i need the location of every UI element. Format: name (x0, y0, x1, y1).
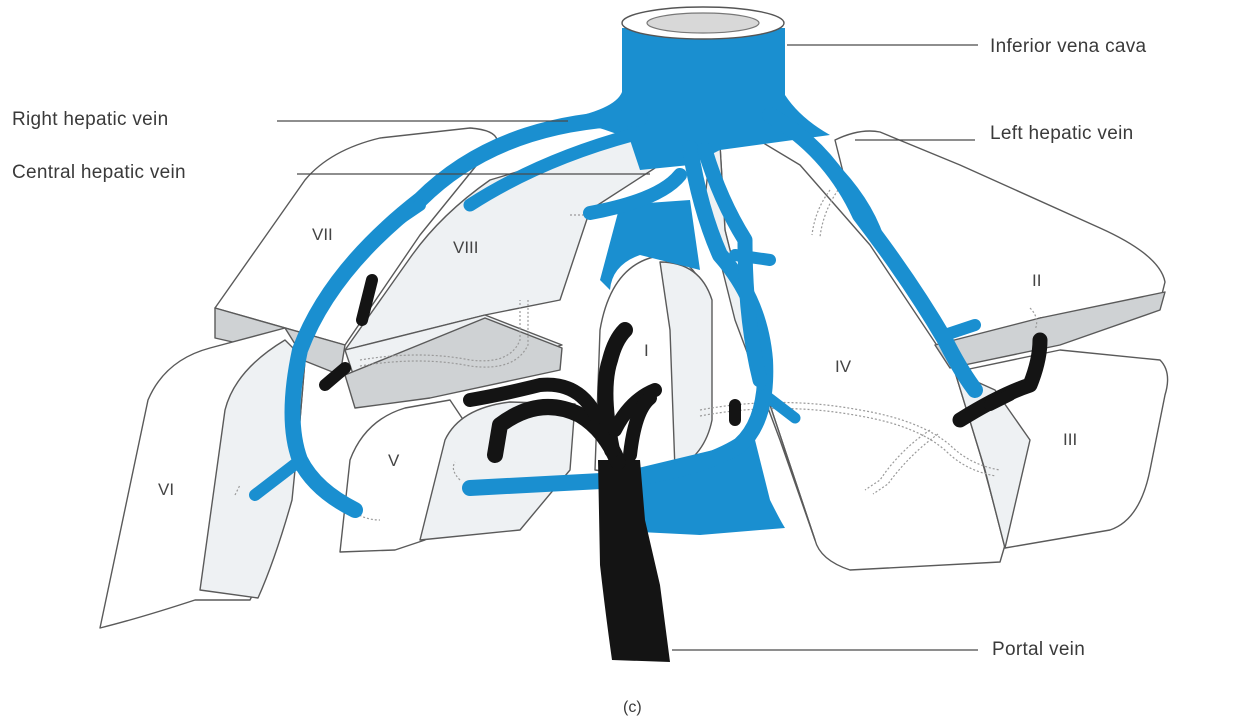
segment-label-iii: III (1063, 430, 1077, 449)
segment-label-ii: II (1032, 271, 1041, 290)
label-left-hepatic-vein: Left hepatic vein (990, 123, 1133, 144)
label-portal-vein: Portal vein (992, 639, 1085, 660)
segment-label-iv: IV (835, 357, 852, 376)
label-central-hepatic-vein: Central hepatic vein (12, 162, 186, 183)
segment-label-vii: VII (312, 225, 333, 244)
segment-label-vi: VI (158, 480, 174, 499)
figure-caption: (c) (623, 699, 642, 716)
ivc-opening-inner (647, 13, 759, 33)
segment-label-v: V (388, 451, 400, 470)
segment-label-i: I (644, 341, 649, 360)
segment-label-viii: VIII (453, 238, 479, 257)
label-inferior-vena-cava: Inferior vena cava (990, 36, 1147, 57)
label-right-hepatic-vein: Right hepatic vein (12, 109, 168, 130)
